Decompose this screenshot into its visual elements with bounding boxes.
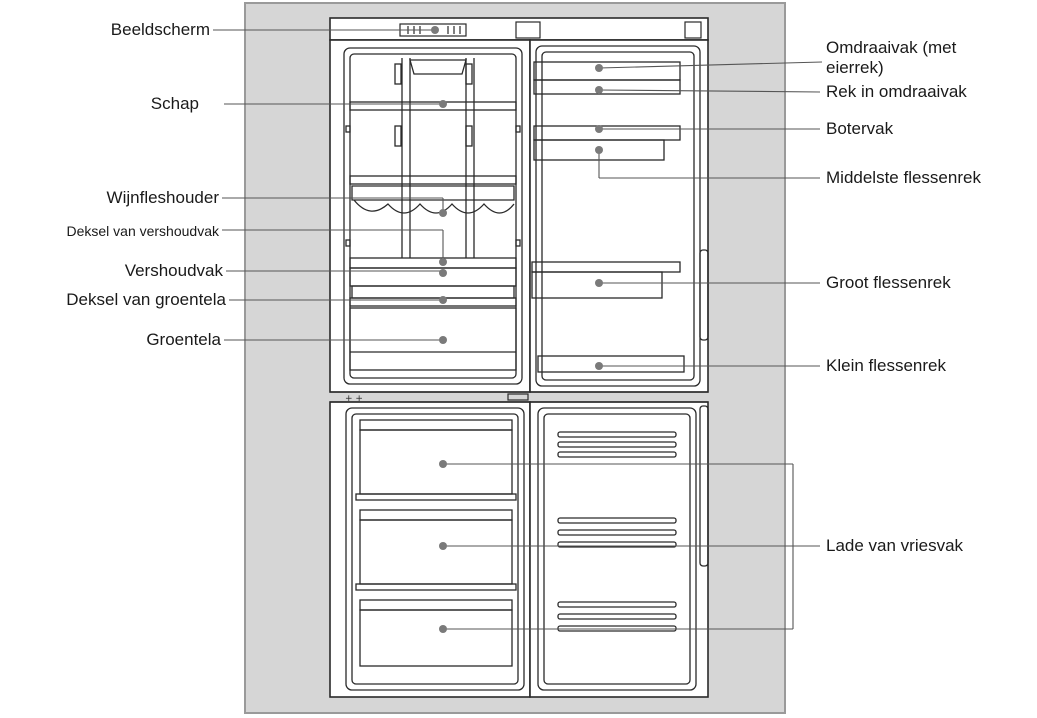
label-display: Beeldscherm: [110, 20, 210, 39]
divider: + +: [330, 391, 708, 404]
leaders-right: [443, 61, 823, 630]
label-freezer-drawer: Lade van vriesvak: [826, 536, 964, 555]
dots-left: [431, 26, 447, 344]
label-shelf: Schap: [150, 94, 199, 113]
label-large-bottle-rack: Groot flessenrek: [826, 273, 951, 292]
label-wine-holder: Wijnfleshouder: [106, 188, 219, 207]
fridge-interior: [343, 47, 523, 385]
label-crisper: Groentela: [146, 330, 221, 349]
label-flip-rack: Rek in omdraaivak: [826, 82, 967, 101]
label-small-bottle-rack: Klein flessenrek: [826, 356, 947, 375]
label-crisper-lid: Deksel van groentela: [66, 290, 226, 309]
label-flip-box-line2: eierrek): [826, 58, 884, 77]
label-flip-box-line1: Omdraaivak (met: [826, 38, 957, 57]
freezer-door: [537, 407, 697, 691]
label-butter-box: Botervak: [826, 119, 894, 138]
label-fresh-box: Vershoudvak: [124, 261, 223, 280]
svg-text:+ +: + +: [345, 394, 363, 404]
dots-right: [439, 64, 603, 633]
label-flip-box: Omdraaivak (met eierrek): [826, 38, 956, 78]
label-middle-bottle-rack: Middelste flessenrek: [826, 168, 981, 187]
fridge-door: [531, 45, 709, 567]
freezer-compartment: [345, 407, 525, 691]
fridge-body: [329, 17, 709, 698]
leaders-left: [213, 29, 444, 341]
label-fresh-lid: Deksel van vershoudvak: [66, 223, 219, 239]
